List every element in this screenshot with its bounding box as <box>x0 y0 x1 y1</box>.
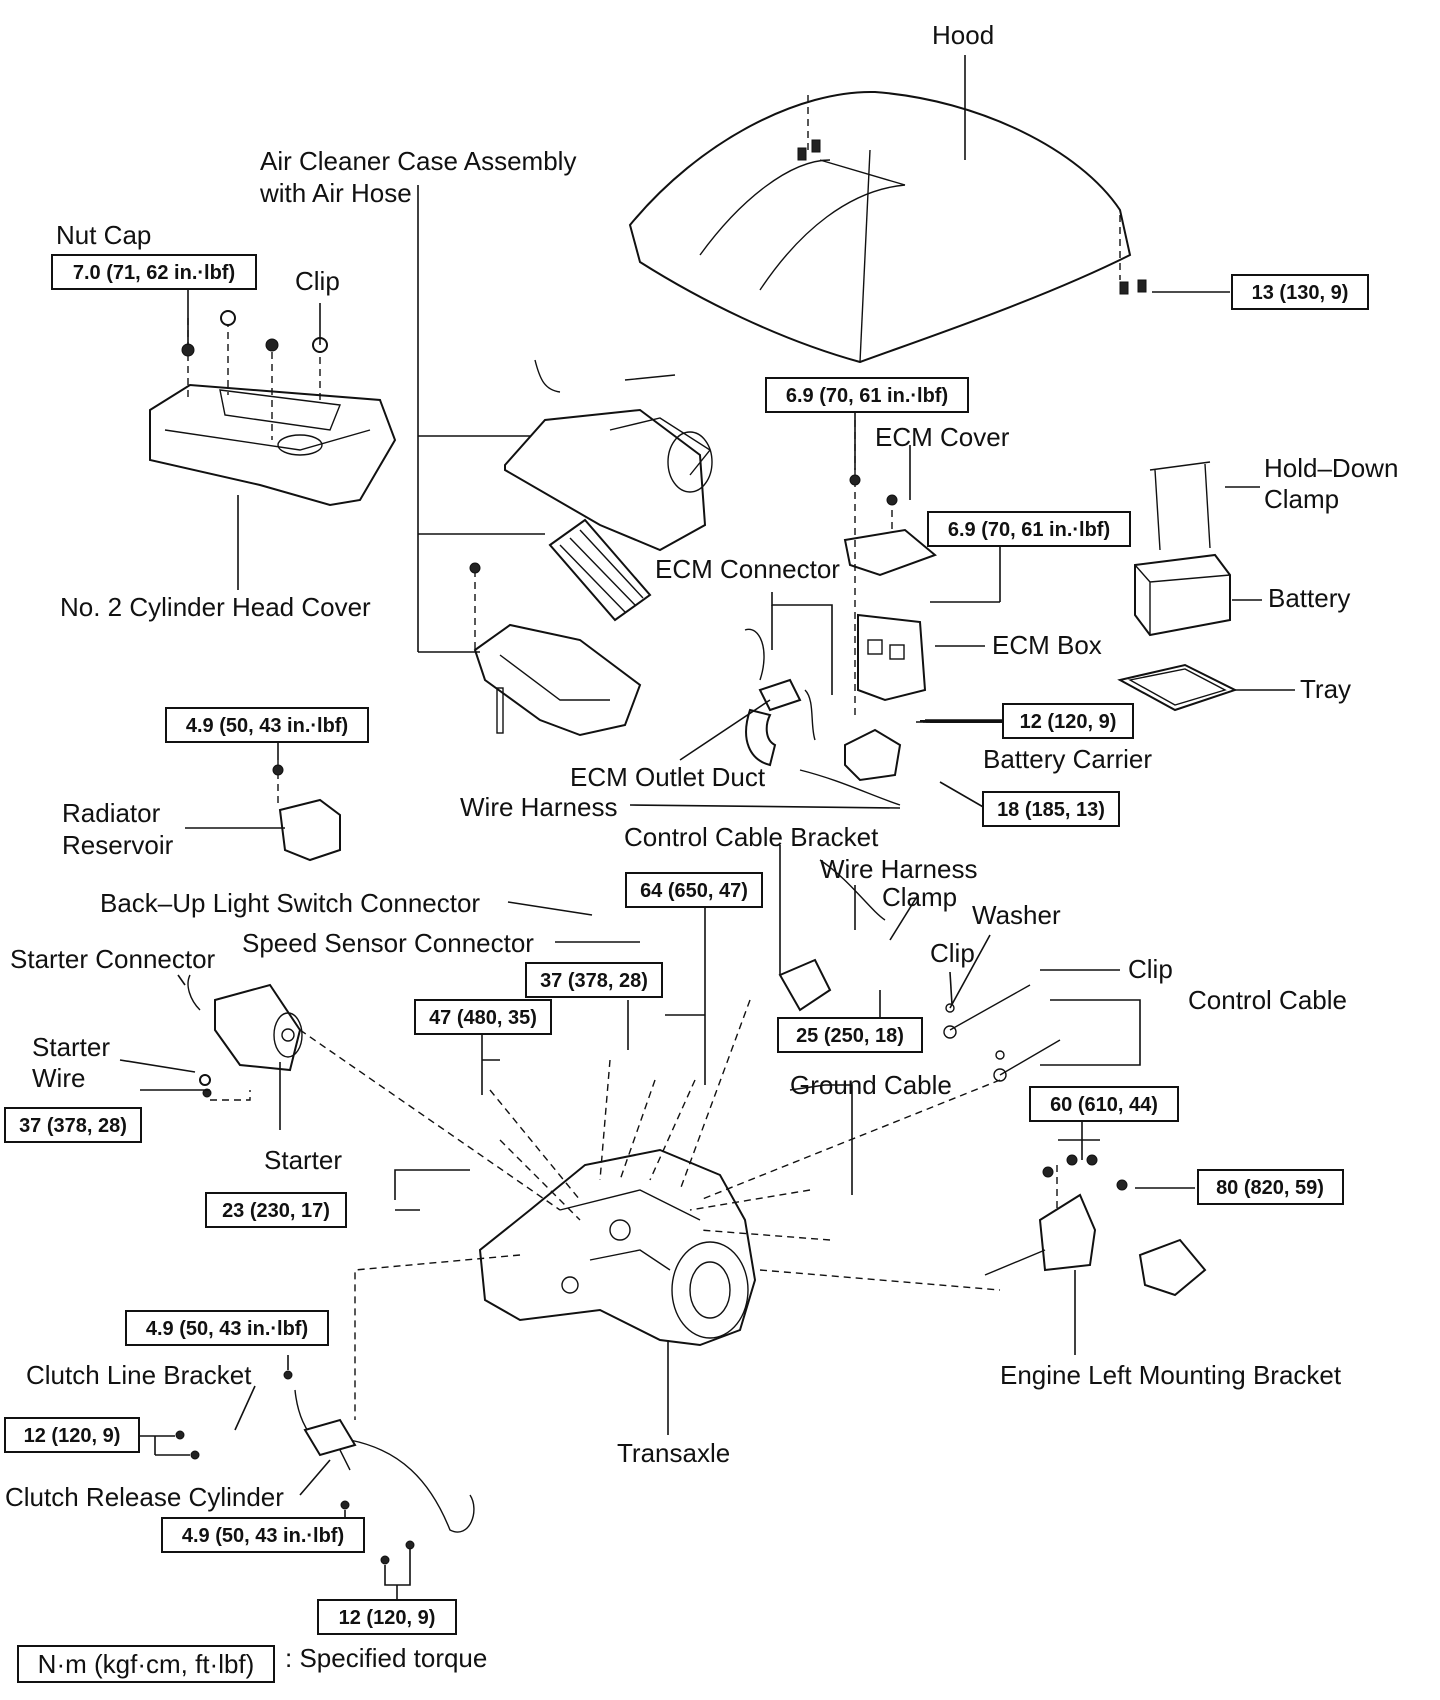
svg-text:80 (820, 59): 80 (820, 59) <box>1216 1177 1324 1199</box>
label-starter-wire-1: Starter <box>32 1032 110 1062</box>
torque-box-mount-80: 80 (820, 59) <box>1197 1169 1344 1205</box>
svg-text:13 (130, 9): 13 (130, 9) <box>1252 282 1349 304</box>
label-tray: Tray <box>1300 674 1351 704</box>
label-ecm-box: ECM Box <box>992 630 1102 660</box>
label-starter-wire-2: Wire <box>32 1063 85 1093</box>
label-hold-down-2: Clamp <box>1264 484 1339 514</box>
label-air-cleaner-2: with Air Hose <box>259 178 412 208</box>
svg-text:25 (250, 18): 25 (250, 18) <box>796 1025 904 1047</box>
svg-text:37 (378, 28): 37 (378, 28) <box>19 1115 127 1137</box>
label-clip-right: Clip <box>1128 954 1173 984</box>
legend-unit-box: N·m (kgf·cm, ft·lbf) <box>17 1645 275 1683</box>
svg-text:12 (120, 9): 12 (120, 9) <box>24 1425 121 1447</box>
label-ground-cable: Ground Cable <box>790 1070 952 1100</box>
svg-text:37 (378, 28): 37 (378, 28) <box>540 970 648 992</box>
starter-part <box>187 974 303 1098</box>
transaxle-part <box>478 1148 757 1347</box>
part-labels: Hood Air Cleaner Case Assembly with Air … <box>5 20 1398 1673</box>
torque-box-clutch-cylinder: 4.9 (50, 43 in.·lbf) <box>161 1517 365 1553</box>
torque-box-47: 47 (480, 35) <box>414 999 552 1035</box>
label-air-cleaner-1: Air Cleaner Case Assembly <box>260 146 576 176</box>
engine-mounting-bracket-part <box>984 1154 1207 1297</box>
label-speed-sensor-connector: Speed Sensor Connector <box>242 928 534 958</box>
label-no2-cylinder-head-cover: No. 2 Cylinder Head Cover <box>60 592 371 622</box>
torque-box-ecm-cover: 6.9 (70, 61 in.·lbf) <box>765 377 969 413</box>
label-radiator-2: Reservoir <box>62 830 174 860</box>
svg-text:4.9 (50, 43 in.·lbf): 4.9 (50, 43 in.·lbf) <box>182 1525 344 1547</box>
torque-box-battery-carrier-nut: 12 (120, 9) <box>1002 703 1134 739</box>
svg-text:12 (120, 9): 12 (120, 9) <box>339 1607 436 1629</box>
svg-text:47 (480, 35): 47 (480, 35) <box>429 1007 537 1029</box>
label-ecm-outlet-duct: ECM Outlet Duct <box>570 762 766 792</box>
svg-text:23 (230, 17): 23 (230, 17) <box>222 1200 330 1222</box>
legend-text: : Specified torque <box>285 1643 487 1673</box>
label-transaxle: Transaxle <box>617 1438 730 1468</box>
svg-text:12 (120, 9): 12 (120, 9) <box>1020 711 1117 733</box>
torque-box-radiator: 4.9 (50, 43 in.·lbf) <box>165 707 369 743</box>
air-cleaner-case-part <box>469 359 713 737</box>
svg-text:4.9 (50, 43 in.·lbf): 4.9 (50, 43 in.·lbf) <box>146 1318 308 1340</box>
label-clutch-release-cylinder: Clutch Release Cylinder <box>5 1482 284 1512</box>
torque-boxes: 7.0 (71, 62 in.·lbf) 13 (130, 9) 6.9 (70… <box>4 254 1369 1683</box>
label-starter: Starter <box>264 1145 342 1175</box>
svg-text:7.0 (71, 62 in.·lbf): 7.0 (71, 62 in.·lbf) <box>73 262 235 284</box>
torque-box-clutch-line-bracket: 4.9 (50, 43 in.·lbf) <box>125 1310 329 1346</box>
svg-text:N·m (kgf·cm, ft·lbf): N·m (kgf·cm, ft·lbf) <box>38 1649 255 1679</box>
torque-box-clutch-12-bottom: 12 (120, 9) <box>317 1599 457 1635</box>
label-engine-left-mounting-bracket: Engine Left Mounting Bracket <box>1000 1360 1342 1390</box>
label-clutch-line-bracket: Clutch Line Bracket <box>26 1360 252 1390</box>
svg-text:18 (185, 13): 18 (185, 13) <box>997 799 1105 821</box>
hood-part <box>628 90 1147 364</box>
torque-box-hood: 13 (130, 9) <box>1231 274 1369 310</box>
torque-box-starter: 37 (378, 28) <box>4 1107 142 1143</box>
install-path-lines <box>210 999 1001 1420</box>
label-wire-harness-clamp-1: Wire Harness <box>820 854 977 884</box>
label-wire-harness: Wire Harness <box>460 792 617 822</box>
svg-text:4.9 (50, 43 in.·lbf): 4.9 (50, 43 in.·lbf) <box>186 715 348 737</box>
label-radiator-1: Radiator <box>62 798 161 828</box>
svg-text:6.9 (70, 61 in.·lbf): 6.9 (70, 61 in.·lbf) <box>948 519 1110 541</box>
torque-box-clutch-12-left: 12 (120, 9) <box>4 1417 140 1453</box>
radiator-reservoir-part <box>272 760 341 862</box>
label-clip-top: Clip <box>295 266 340 296</box>
clutch-line-part <box>175 1370 475 1565</box>
label-battery-carrier: Battery Carrier <box>983 744 1152 774</box>
torque-box-ecm-box: 6.9 (70, 61 in.·lbf) <box>927 511 1131 547</box>
torque-box-mount-60: 60 (610, 44) <box>1029 1086 1179 1122</box>
label-battery: Battery <box>1268 583 1350 613</box>
svg-text:60 (610, 44): 60 (610, 44) <box>1050 1094 1158 1116</box>
cylinder-head-cover-part <box>149 310 397 507</box>
label-ecm-cover: ECM Cover <box>875 422 1010 452</box>
torque-box-23: 23 (230, 17) <box>205 1192 347 1228</box>
torque-box-nut-cap: 7.0 (71, 62 in.·lbf) <box>51 254 257 290</box>
label-washer: Washer <box>972 900 1061 930</box>
torque-box-37-upper: 37 (378, 28) <box>525 962 663 998</box>
ecm-parts <box>744 420 937 806</box>
label-control-cable-bracket: Control Cable Bracket <box>624 822 879 852</box>
label-nut-cap: Nut Cap <box>56 220 151 250</box>
svg-text:6.9 (70, 61 in.·lbf): 6.9 (70, 61 in.·lbf) <box>786 385 948 407</box>
label-clip-mid: Clip <box>930 938 975 968</box>
label-ecm-connector: ECM Connector <box>655 554 840 584</box>
torque-box-control-bracket: 25 (250, 18) <box>777 1017 923 1053</box>
label-backup-light-connector: Back–Up Light Switch Connector <box>100 888 480 918</box>
label-starter-connector: Starter Connector <box>10 944 216 974</box>
torque-box-64: 64 (650, 47) <box>625 872 763 908</box>
control-cable-part <box>778 859 1061 1082</box>
svg-text:64 (650, 47): 64 (650, 47) <box>640 880 748 902</box>
label-wire-harness-clamp-2: Clamp <box>882 882 957 912</box>
torque-box-battery-carrier-bolt: 18 (185, 13) <box>982 791 1120 827</box>
label-hold-down-1: Hold–Down <box>1264 453 1398 483</box>
label-control-cable: Control Cable <box>1188 985 1347 1015</box>
label-hood: Hood <box>932 20 994 50</box>
leader-lines <box>119 55 1295 1600</box>
battery-parts <box>1117 461 1238 712</box>
